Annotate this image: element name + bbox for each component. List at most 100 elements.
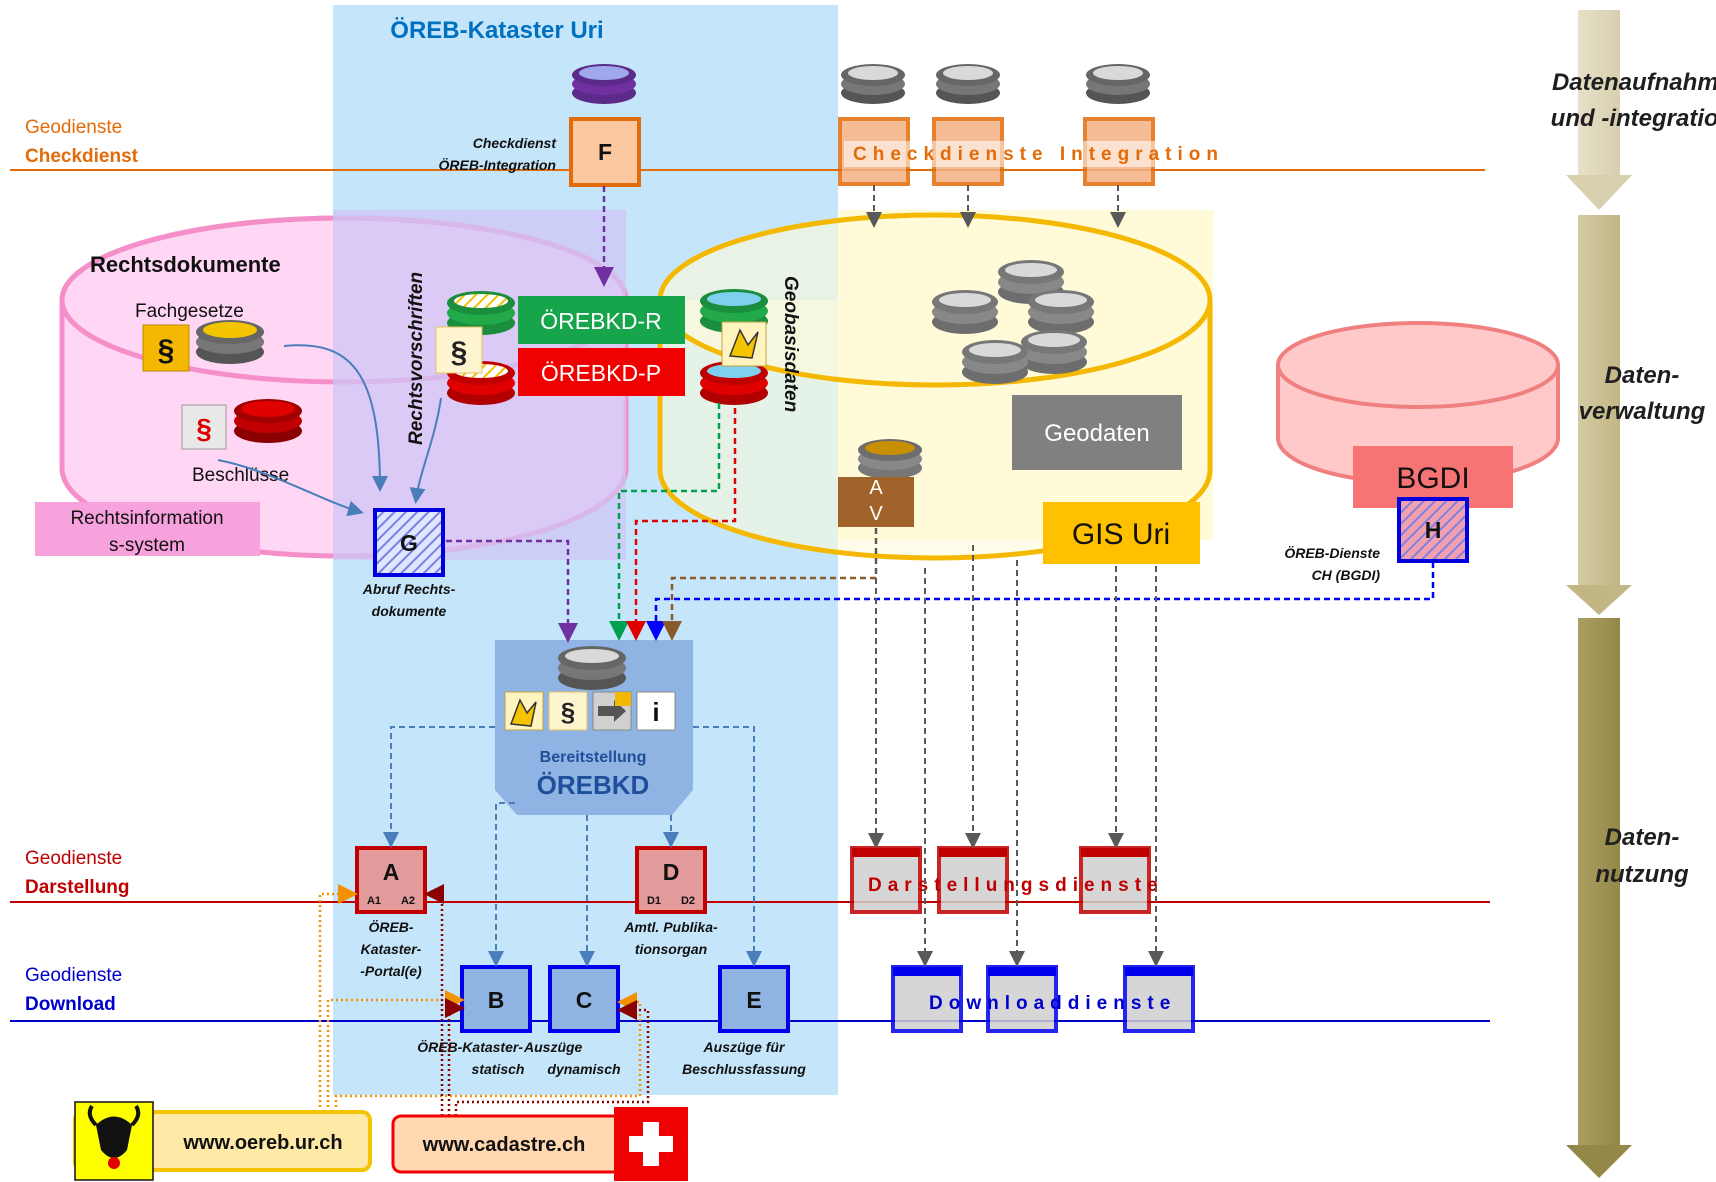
rechtsinformationssystem-label-2: s-system: [109, 535, 185, 556]
av-label-2: V: [869, 503, 883, 525]
box-a-sub-1: A1: [367, 895, 381, 907]
paragraph-icon: [435, 326, 483, 374]
lane-label-checkdienst-2: Checkdienst: [25, 146, 139, 167]
box-g-label: G: [400, 530, 418, 556]
geodaten-box: [1012, 395, 1182, 470]
darstellungsdienste-group: [850, 846, 1151, 914]
box-b-caption-2: statisch: [472, 1061, 525, 1077]
box-d-sub-1: D1: [647, 895, 661, 907]
paragraph-icon-glyph-red: §: [196, 413, 212, 444]
geodaten-label: Geodaten: [1044, 420, 1149, 447]
box-b-label: B: [488, 987, 505, 1013]
bereitstellung-paragraph-glyph: §: [561, 697, 575, 727]
lane-label-download-2: Download: [25, 994, 116, 1015]
box-e-caption-1: Auszüge für: [703, 1039, 786, 1055]
checkdienst-oereb-box-f[interactable]: [569, 117, 641, 187]
box-a-sub-2: A2: [401, 895, 415, 907]
box-a-caption-1: ÖREB-: [368, 919, 413, 935]
box-a-caption-3: -Portal(e): [360, 963, 422, 979]
bereitstellung-info-glyph: i: [652, 697, 659, 727]
box-h-caption-1: ÖREB-Dienste: [1284, 545, 1380, 561]
lane-label-download-1: Geodienste: [25, 965, 122, 986]
oereb-kataster-title: ÖREB-Kataster Uri: [390, 17, 603, 44]
uri-bull-icon: [74, 1101, 154, 1181]
amtliches-publikationsorgan-box-d[interactable]: [635, 846, 707, 914]
paragraph-icon: [548, 691, 588, 731]
box-c-label: C: [576, 987, 593, 1013]
oereb-auszug-statisch-box-b[interactable]: [460, 965, 532, 1033]
database-icon: [858, 439, 922, 479]
phase-label-daten-verwaltung: Daten-: [1605, 362, 1680, 389]
cadastre-website-label[interactable]: www.cadastre.ch: [422, 1134, 586, 1156]
phase-arrow-datenverwaltung: [1566, 215, 1632, 615]
box-f-caption-1: Checkdienst: [473, 135, 558, 151]
box-b-caption-1: ÖREB-Kataster-: [417, 1039, 523, 1055]
oereb-ur-website-label[interactable]: www.oereb.ur.ch: [182, 1132, 342, 1154]
box-e-label: E: [746, 987, 761, 1013]
connectors: [217, 185, 1435, 1116]
rechtsinformationssystem-label-1: Rechtsinformation: [70, 508, 223, 529]
box-g-caption-1: Abruf Rechts-: [362, 581, 456, 597]
geobasis-icon: [504, 691, 544, 731]
box-e-caption-2: Beschlussfassung: [682, 1061, 806, 1077]
paragraph-icon: [142, 324, 190, 372]
bgdi-label: BGDI: [1396, 462, 1469, 495]
info-icon: [636, 691, 676, 731]
box-a-label: A: [383, 859, 400, 885]
phase-label-daten-nutzung: Daten-: [1605, 824, 1680, 851]
gis-uri-box: [1043, 502, 1200, 564]
box-d-caption-1: Amtl. Publika-: [623, 919, 718, 935]
phase-label-integration: und -integration: [1551, 105, 1716, 132]
database-icon: [841, 64, 1150, 104]
oereb-dienste-ch-box-h[interactable]: [1397, 497, 1469, 563]
swiss-cross-icon: [614, 1107, 688, 1181]
abruf-rechtsdokumente-box-g[interactable]: [373, 508, 445, 577]
database-icon: [700, 289, 768, 405]
downloaddienste-label: Downloaddienste: [929, 993, 1176, 1014]
lane-label-darstellung-1: Geodienste: [25, 848, 122, 869]
geobasis-icon: [721, 321, 767, 367]
box-d-caption-2: tionsorgan: [635, 941, 707, 957]
rechtsvorschriften-label: Rechtsvorschriften: [406, 272, 427, 445]
fachgesetze-label: Fachgesetze: [135, 301, 244, 322]
lane-label-darstellung-2: Darstellung: [25, 877, 130, 898]
box-d-sub-2: D2: [681, 895, 695, 907]
box-f-label: F: [598, 139, 612, 165]
box-c-caption-2: dynamisch: [547, 1061, 620, 1077]
oerebkd-r-label: ÖREBKD-R: [540, 308, 661, 334]
box-f-caption-2: ÖREB-Integration: [439, 157, 556, 173]
oereb-kataster-portal-box-a[interactable]: [355, 846, 427, 914]
phase-label-datenaufnahme: Datenaufnahme: [1552, 69, 1716, 96]
gis-uri-label: GIS Uri: [1072, 518, 1170, 551]
rechtsinformationssystem-box: [35, 502, 260, 556]
oerebkd-p-label: ÖREBKD-P: [541, 360, 661, 386]
phase-label-verwaltung: verwaltung: [1579, 398, 1706, 425]
database-icon: [234, 399, 302, 443]
phase-label-nutzung: nutzung: [1595, 861, 1689, 888]
database-icon: [572, 64, 636, 104]
phase-arrow-datennutzung: [1566, 618, 1632, 1178]
box-g-caption-2: dokumente: [372, 603, 447, 619]
database-icon: [558, 646, 626, 690]
box-h-label: H: [1425, 517, 1442, 543]
av-box: [838, 477, 914, 527]
oerebkd-r-box[interactable]: [518, 296, 685, 344]
rechtsdokumente-title: Rechtsdokumente: [90, 252, 281, 277]
downloaddienste-group: [891, 965, 1195, 1033]
box-a-caption-2: Kataster-: [361, 941, 422, 957]
database-icon: [447, 291, 515, 405]
paragraph-icon: [181, 404, 227, 450]
box-d-label: D: [663, 859, 680, 885]
geobasisdaten-label: Geobasisdaten: [780, 276, 801, 412]
checkdienste-integration-label: Checkdienste Integration: [853, 144, 1224, 165]
phase-arrow-datenaufnahme: [1566, 10, 1632, 210]
paragraph-icon-glyph-r: §: [451, 336, 468, 369]
checkdienste-integration-group: [838, 64, 1250, 186]
bereitstellung-label-2: ÖREBKD: [537, 770, 650, 800]
bereitstellung-label-1: Bereitstellung: [540, 749, 647, 766]
auszuege-beschlussfassung-box-e[interactable]: [718, 965, 790, 1033]
database-icon: [196, 320, 264, 364]
beschluesse-label: Beschlüsse: [192, 465, 289, 486]
oerebkd-p-box[interactable]: [518, 348, 685, 396]
